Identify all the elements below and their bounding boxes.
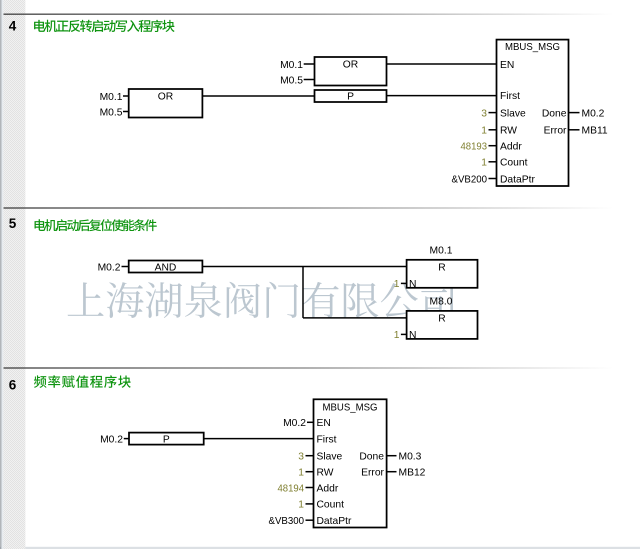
svg-text:MBUS_MSG: MBUS_MSG bbox=[323, 402, 378, 413]
svg-text:Slave: Slave bbox=[317, 452, 343, 463]
svg-text:1: 1 bbox=[481, 158, 487, 169]
svg-text:P: P bbox=[163, 434, 170, 445]
svg-text:Error: Error bbox=[361, 468, 384, 479]
svg-text:Count: Count bbox=[317, 500, 345, 511]
svg-text:First: First bbox=[500, 91, 520, 102]
svg-text:M0.2: M0.2 bbox=[100, 434, 123, 445]
svg-text:OR: OR bbox=[158, 91, 173, 102]
svg-text:48193: 48193 bbox=[461, 142, 488, 153]
svg-text:P: P bbox=[347, 92, 354, 103]
svg-text:R: R bbox=[438, 263, 445, 274]
svg-text:Done: Done bbox=[359, 452, 384, 463]
svg-text:1: 1 bbox=[394, 279, 400, 290]
svg-text:4: 4 bbox=[9, 19, 17, 34]
svg-text:M0.1: M0.1 bbox=[430, 245, 453, 256]
svg-text:M0.3: M0.3 bbox=[399, 452, 422, 463]
svg-text:1: 1 bbox=[394, 330, 400, 341]
svg-text:OR: OR bbox=[343, 59, 358, 70]
svg-text:Slave: Slave bbox=[500, 108, 526, 119]
svg-text:AND: AND bbox=[155, 262, 177, 273]
svg-text:First: First bbox=[317, 434, 337, 445]
svg-text:RW: RW bbox=[317, 468, 334, 479]
svg-text:&VB300: &VB300 bbox=[269, 516, 305, 527]
svg-text:N: N bbox=[409, 330, 416, 341]
svg-text:&VB200: &VB200 bbox=[452, 174, 488, 185]
svg-text:M0.2: M0.2 bbox=[582, 108, 605, 119]
svg-text:3: 3 bbox=[298, 452, 304, 463]
svg-text:DataPtr: DataPtr bbox=[317, 516, 352, 527]
svg-text:Error: Error bbox=[544, 126, 567, 137]
svg-text:EN: EN bbox=[500, 60, 514, 71]
svg-text:5: 5 bbox=[9, 216, 17, 231]
svg-text:1: 1 bbox=[481, 126, 487, 137]
svg-text:MB12: MB12 bbox=[399, 468, 426, 479]
svg-text:M0.2: M0.2 bbox=[283, 418, 306, 429]
svg-text:DataPtr: DataPtr bbox=[500, 174, 535, 185]
svg-text:48194: 48194 bbox=[278, 483, 305, 494]
svg-text:M0.5: M0.5 bbox=[280, 75, 303, 86]
svg-text:Done: Done bbox=[542, 108, 567, 119]
svg-text:M0.2: M0.2 bbox=[98, 262, 121, 273]
svg-text:1: 1 bbox=[298, 468, 304, 479]
svg-text:M0.1: M0.1 bbox=[100, 92, 123, 103]
svg-text:R: R bbox=[438, 314, 445, 325]
svg-text:6: 6 bbox=[9, 378, 17, 393]
svg-text:M0.5: M0.5 bbox=[100, 107, 123, 118]
svg-text:N: N bbox=[409, 279, 416, 290]
svg-text:3: 3 bbox=[481, 108, 487, 119]
svg-text:MBUS_MSG: MBUS_MSG bbox=[505, 42, 560, 53]
svg-text:Addr: Addr bbox=[317, 483, 339, 494]
svg-text:RW: RW bbox=[500, 126, 517, 137]
svg-text:EN: EN bbox=[317, 418, 331, 429]
svg-text:Count: Count bbox=[500, 158, 528, 169]
svg-text:1: 1 bbox=[298, 500, 304, 511]
svg-text:M8.0: M8.0 bbox=[430, 297, 453, 308]
svg-text:MB11: MB11 bbox=[582, 126, 608, 137]
svg-text:M0.1: M0.1 bbox=[280, 60, 303, 71]
svg-text:Addr: Addr bbox=[500, 142, 522, 153]
